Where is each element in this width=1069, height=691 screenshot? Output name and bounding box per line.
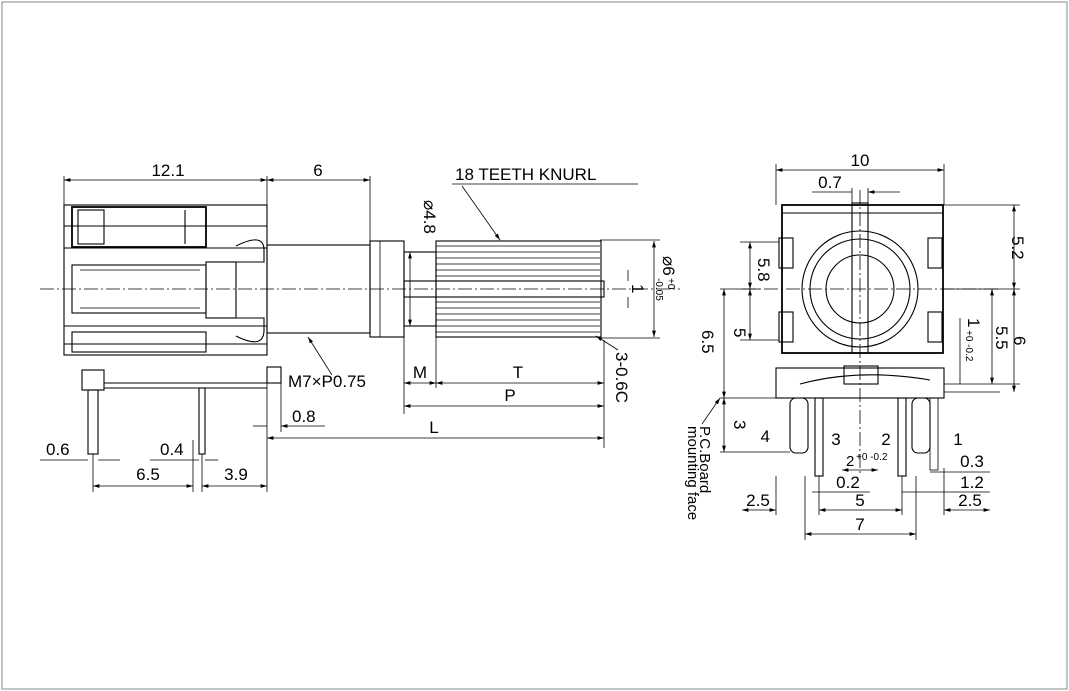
dia-6-tol-up: +0: [665, 278, 676, 290]
front-view: 10 0.7 5.2 5.8 6.5 5 1 +0 -0.2 5.5 6 P.C…: [684, 151, 1029, 540]
knurled-shaft: [403, 240, 605, 338]
chamfer-label: 3-0.6C: [612, 352, 631, 403]
terminal-2: [897, 397, 907, 477]
dim-1-slot: 1: [628, 284, 647, 293]
dim-T: T: [513, 363, 523, 382]
dim-6-5-front: 6.5: [698, 330, 717, 354]
dim-0-7: 0.7: [818, 173, 842, 192]
dim-1-2: 1.2: [960, 473, 984, 492]
thread-label: M7×P0.75: [288, 372, 366, 391]
pin-label-2: 2: [881, 430, 890, 449]
dim-2-front-tol: +0 -0.2: [856, 452, 888, 463]
dim-0-2: 0.2: [836, 473, 860, 492]
dim-0-4: 0.4: [160, 440, 184, 459]
side-pin-left: [81, 369, 105, 391]
terminal-4: [789, 397, 809, 454]
shaft-outer-ring: [801, 230, 919, 348]
dim-0-6: 0.6: [46, 440, 70, 459]
dim-5-8: 5.8: [754, 258, 773, 282]
dim-7: 7: [855, 515, 864, 534]
dim-M: M: [413, 363, 427, 382]
side-pin-left-leg: [87, 389, 99, 455]
dim-5-2: 5.2: [1008, 236, 1027, 260]
pin-label-1: 1: [953, 430, 962, 449]
pin-label-3: 3: [831, 430, 840, 449]
dia-4-8: ⌀4.8: [420, 200, 439, 234]
dim-1-front-tol: +0 -0.2: [963, 330, 974, 362]
knurl-label: 18 TEETH KNURL: [455, 165, 596, 184]
dim-5-bottom: 5: [855, 491, 864, 510]
pin-label-4: 4: [761, 427, 770, 446]
dim-0-8: 0.8: [292, 407, 316, 426]
dim-2-front: 2: [846, 453, 854, 470]
dim-12-1: 12.1: [151, 161, 184, 180]
dim-10: 10: [851, 151, 870, 170]
mounting-face-label-2: mounting face: [684, 426, 701, 520]
dim-6-front: 6: [1010, 336, 1029, 345]
terminal-3: [814, 397, 824, 477]
dim-3-front: 3: [730, 420, 749, 429]
side-pin-right: [198, 387, 206, 455]
rear-body: [63, 204, 268, 356]
dim-5-front: 5: [730, 328, 749, 337]
front-body: [781, 204, 944, 354]
dim-L: L: [429, 418, 438, 437]
mounting-tab: [266, 366, 282, 384]
dim-6-top: 6: [313, 161, 322, 180]
dim-2-5-left: 2.5: [746, 491, 770, 510]
dim-2-5-right: 2.5: [958, 491, 982, 510]
dim-3-9: 3.9: [224, 465, 248, 484]
front-base: [775, 367, 945, 399]
side-view: 12.1 6 18 TEETH KNURL ⌀4.8 ⌀6 +0 -0.05 1…: [40, 161, 680, 492]
shaft-face: [825, 254, 895, 324]
dim-6-5-side: 6.5: [136, 465, 160, 484]
mounting-face-label-1: P.C.Board: [696, 426, 713, 493]
dim-1-front: 1: [964, 318, 983, 327]
dim-P: P: [504, 386, 515, 405]
terminal-1: [911, 397, 931, 454]
dia-6-shaft: ⌀6: [659, 256, 678, 276]
dim-0-3: 0.3: [960, 452, 984, 471]
dim-5-5: 5.5: [992, 326, 1011, 350]
dia-6-tol-down: -0.05: [653, 278, 664, 301]
